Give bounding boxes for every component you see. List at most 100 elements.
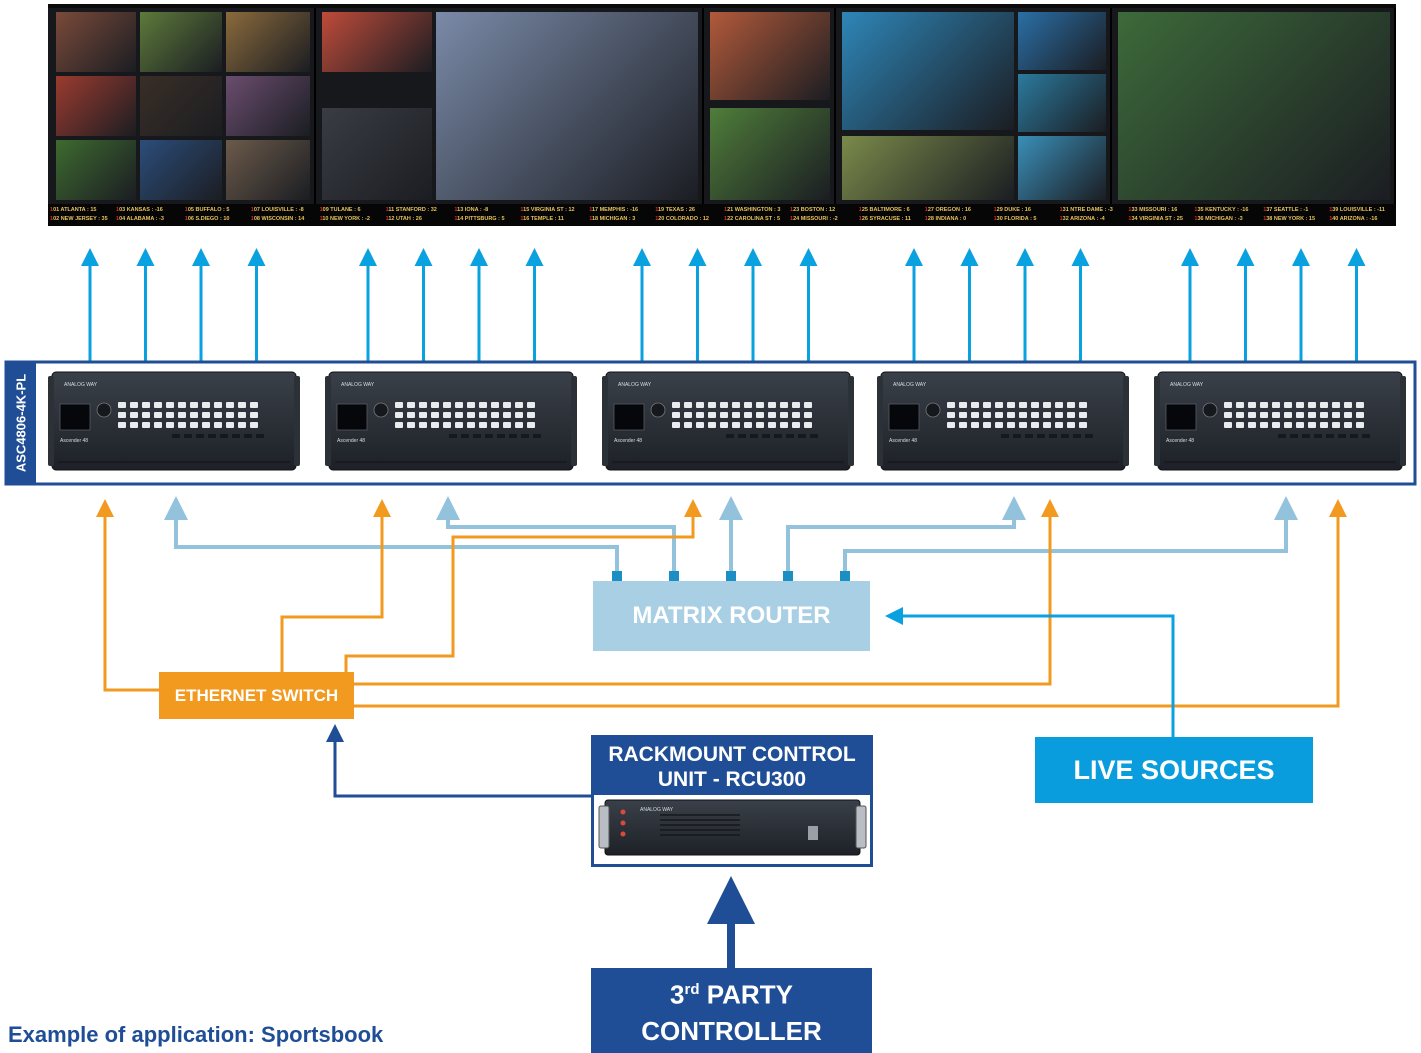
sport-video-tile — [56, 12, 136, 72]
sport-video-tile — [140, 76, 222, 136]
wall-screen — [836, 8, 1112, 204]
router-link-4 — [786, 496, 1026, 581]
sport-video-tile — [56, 140, 136, 200]
rcu300-device: ANALOG WAY — [593, 793, 871, 867]
processor-row-label-bg — [6, 362, 36, 484]
ethernet-connections — [96, 499, 1347, 708]
router-link-2 — [436, 496, 676, 581]
ticker-line: 113 IONA : -8 — [454, 207, 489, 213]
ethernet-link-2 — [280, 499, 391, 672]
sport-video-tile — [140, 12, 222, 72]
ticker-line: 103 KANSAS : -16 — [116, 207, 163, 213]
ticker-line: 132 ARIZONA : -4 — [1059, 216, 1105, 222]
ticker-line: 117 MEMPHIS : -16 — [589, 207, 639, 213]
ethernet-switch-box: ETHERNET SWITCH — [159, 672, 354, 719]
rcu-title-line1: RACKMOUNT CONTROL — [608, 743, 856, 766]
processor-model: Ascender 48 — [889, 438, 917, 444]
ticker-entry: 103 KANSAS : -16 104 ALABAMA : -3 — [116, 204, 182, 226]
wall-screen — [48, 8, 316, 204]
ticker-line: 129 DUKE : 16 — [993, 207, 1031, 213]
sport-video-tile — [322, 12, 432, 72]
ticker-line: 116 TEMPLE : 11 — [520, 216, 564, 222]
live-sources-label: LIVE SOURCES — [1073, 754, 1275, 785]
ticker-line: 124 MISSOURI : -2 — [790, 216, 838, 222]
processor-devices: ANALOG WAY Ascender 48 ANALOG WAY Ascender … — [48, 371, 1406, 471]
rcu-title-line2: UNIT - RCU300 — [657, 768, 807, 791]
rcu-brand: ANALOG WAY — [640, 807, 674, 813]
ticker-line: 136 MICHIGAN : -3 — [1194, 216, 1243, 222]
ticker-line: 137 SEATTLE : -1 — [1263, 207, 1309, 213]
live-to-router-arrow — [885, 607, 1175, 737]
rcu-to-switch-arrow — [326, 724, 593, 798]
ticker-line: 126 SYRACUSE : 11 — [858, 216, 911, 222]
ticker-line: 122 CAROLINA ST : 5 — [724, 216, 781, 222]
router-port — [669, 571, 679, 585]
rcu-box: RACKMOUNT CONTROL UNIT - RCU300 — [591, 735, 873, 867]
caption: Example of application: Sportsbook — [8, 1022, 384, 1047]
sport-video-tile — [1118, 12, 1390, 200]
third-party-controller-box: 3rd PARTY CONTROLLER — [591, 968, 872, 1053]
sport-video-tile — [1018, 74, 1106, 132]
ethernet-link-4 — [353, 499, 1059, 686]
ticker-line: 109 TULANE : 6 — [319, 207, 361, 213]
ticker-line: 102 NEW JERSEY : 35 — [50, 216, 108, 222]
wall-screen — [1112, 8, 1396, 204]
processor-brand: ANALOG WAY — [1170, 382, 1204, 388]
ticker-line: 120 COLORADO : 12 — [655, 216, 709, 222]
ticker-entry: 117 MEMPHIS : -16 118 MICHIGAN : 3 — [589, 204, 655, 226]
controller-line1: 3rd PARTY — [670, 979, 793, 1010]
ticker-entry: 113 IONA : -8 114 PITTSBURG : 5 — [454, 204, 520, 226]
ticker-line: 140 ARIZONA : -16 — [1329, 216, 1378, 222]
sport-video-tile — [710, 108, 830, 200]
ticker-line: 105 BUFFALO : 5 — [184, 207, 230, 213]
ticker-line: 108 WISCONSIN : 14 — [250, 216, 305, 222]
sport-video-tile — [842, 136, 1014, 200]
ticker-line: 133 MISSOURI : 16 — [1128, 207, 1178, 213]
ticker-line: 106 S.DIEGO : 10 — [184, 216, 230, 222]
router-port — [612, 571, 622, 585]
ticker-line: 104 ALABAMA : -3 — [116, 216, 164, 222]
sport-video-tile — [1018, 12, 1106, 70]
router-link-5 — [843, 496, 1298, 581]
router-port — [783, 571, 793, 585]
ticker-line: 134 VIRGINIA ST : 25 — [1128, 216, 1183, 222]
ticker-line: 118 MICHIGAN : 3 — [589, 216, 636, 222]
wall-screen — [316, 8, 704, 204]
ticker-line: 112 UTAH : 26 — [385, 216, 422, 222]
sport-video-tile — [436, 12, 698, 200]
ticker-line: 114 PITTSBURG : 5 — [454, 216, 505, 222]
sport-video-tile — [226, 140, 310, 200]
sport-video-tile — [842, 12, 1014, 130]
ticker-line: 135 KENTUCKY : -16 — [1194, 207, 1249, 213]
sport-video-tile — [226, 76, 310, 136]
wall-screen — [704, 8, 836, 204]
sport-video-tile — [140, 140, 222, 200]
processor-brand: ANALOG WAY — [893, 382, 927, 388]
router-link-1 — [164, 496, 619, 581]
processor-device: ANALOG WAY Ascender 48 — [877, 371, 1129, 471]
ticker-entry: 133 MISSOURI : 16 134 VIRGINIA ST : 25 — [1128, 204, 1194, 226]
processor-row-label: ASC4806-4K-PL — [13, 374, 28, 472]
sport-video-tile — [226, 12, 310, 72]
ticker-entry: 105 BUFFALO : 5 106 S.DIEGO : 10 — [185, 204, 251, 226]
processor-model: Ascender 48 — [614, 438, 642, 444]
ticker-line: 115 VIRGINIA ST : 12 — [520, 207, 575, 213]
ticker-line: 119 TEXAS : 26 — [655, 207, 695, 213]
router-port — [726, 571, 736, 585]
ticker-entry: 115 VIRGINIA ST : 12 116 TEMPLE : 11 — [520, 204, 586, 226]
router-ports — [612, 571, 850, 585]
